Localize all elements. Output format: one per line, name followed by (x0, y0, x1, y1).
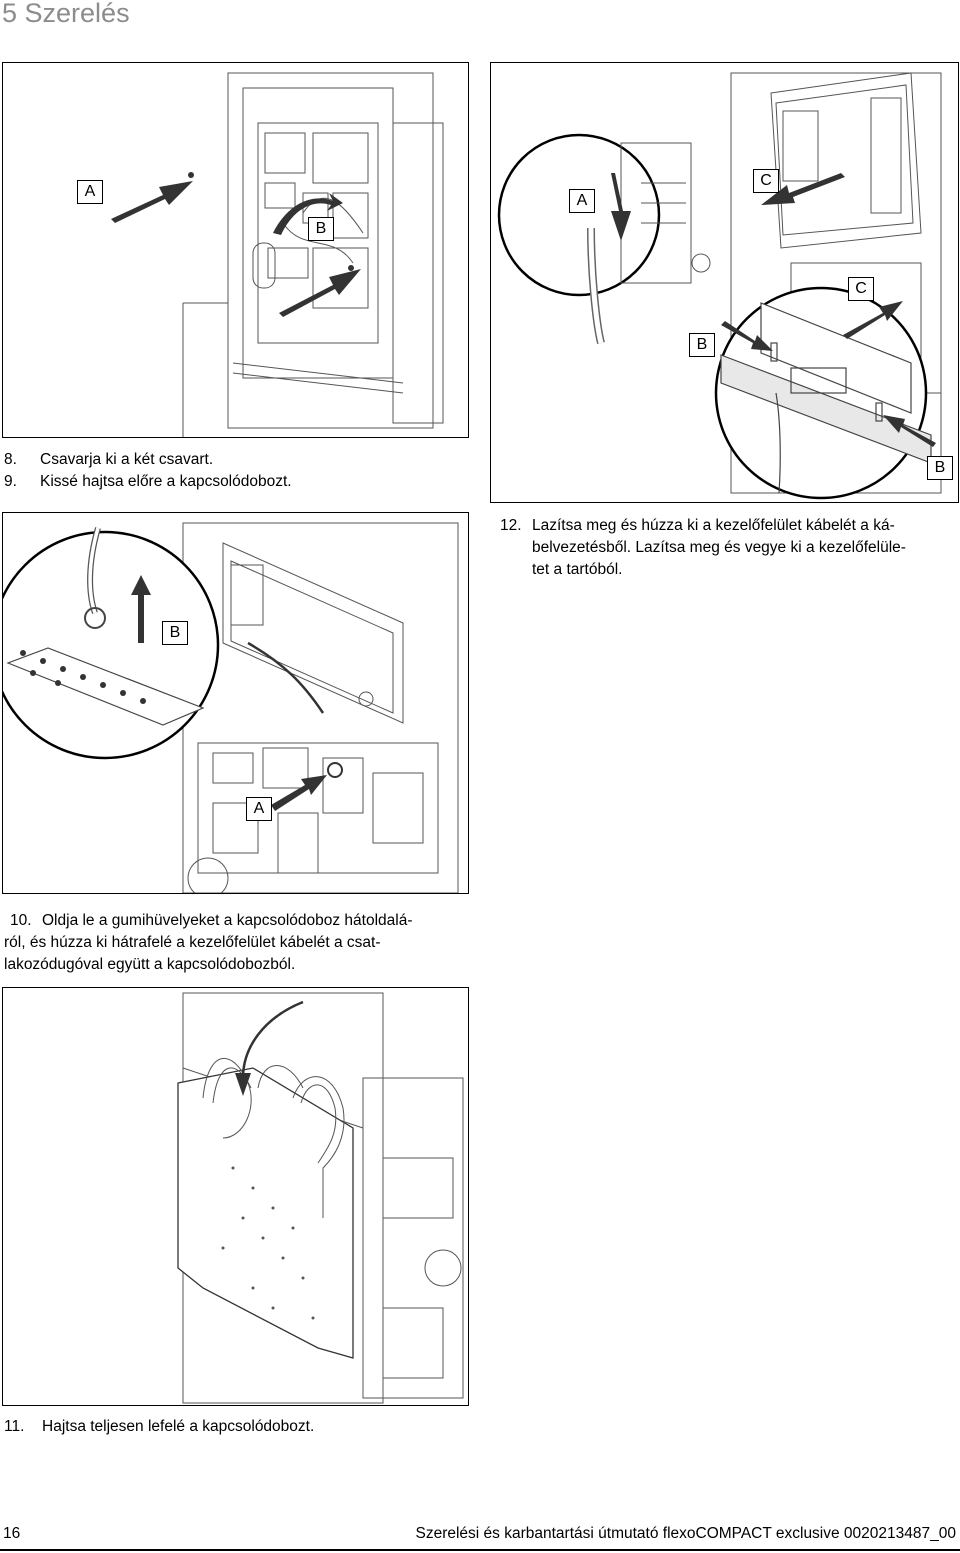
step-number: 11. (4, 1418, 25, 1435)
lowered-switch-box-illustration (177, 992, 464, 1404)
figure-release-grommets: B A (2, 512, 469, 894)
callout-label: B (162, 621, 188, 645)
step-number: 9. (4, 473, 17, 490)
step-text-line: Lazítsa meg és húzza ki a kezelőfelület … (532, 517, 895, 534)
step-text-line: Oldja le a gumihüvelyeket a kapcsolódobo… (42, 912, 413, 929)
appliance-illustration (111, 72, 444, 437)
step-text-line: tet a tartóból. (532, 561, 623, 578)
figure-lower-switch-box (2, 987, 469, 1406)
step-text: Hajtsa teljesen lefelé a kapcsolódobozt. (42, 1418, 315, 1435)
footer-divider (0, 1549, 960, 1551)
page-number: 16 (3, 1525, 21, 1542)
step-text: Kissé hajtsa előre a kapcsolódobozt. (40, 473, 292, 490)
callout-label: A (77, 180, 103, 204)
callout-label: C (848, 277, 874, 301)
figure-remove-screws: A B (2, 62, 469, 438)
step-text-line: belvezetésből. Lazítsa meg és vegye ki a… (532, 539, 906, 556)
callout-label: A (246, 797, 272, 821)
page-title: 5 Szerelés (2, 0, 130, 28)
step-number: 10. (10, 912, 32, 929)
control-panel-illustration (497, 72, 942, 500)
callout-label: B (308, 217, 334, 241)
callout-label: C (753, 169, 779, 193)
callout-label: B (927, 456, 953, 480)
callout-label: A (569, 189, 595, 213)
document-title: Szerelési és karbantartási útmutató flex… (415, 1525, 957, 1542)
callout-label: B (689, 333, 715, 357)
step-number: 12. (500, 517, 522, 534)
step-text-line: lakozódugóval együtt a kapcsolódobozból. (4, 956, 296, 973)
step-text: Csavarja ki a két csavart. (40, 451, 214, 468)
figure-remove-control-panel: A C C B B (490, 62, 959, 503)
step-text-line: ról, és húzza ki hátrafelé a kezelőfelül… (4, 934, 381, 951)
step-number: 8. (4, 451, 17, 468)
switch-box-illustration (3, 522, 459, 893)
